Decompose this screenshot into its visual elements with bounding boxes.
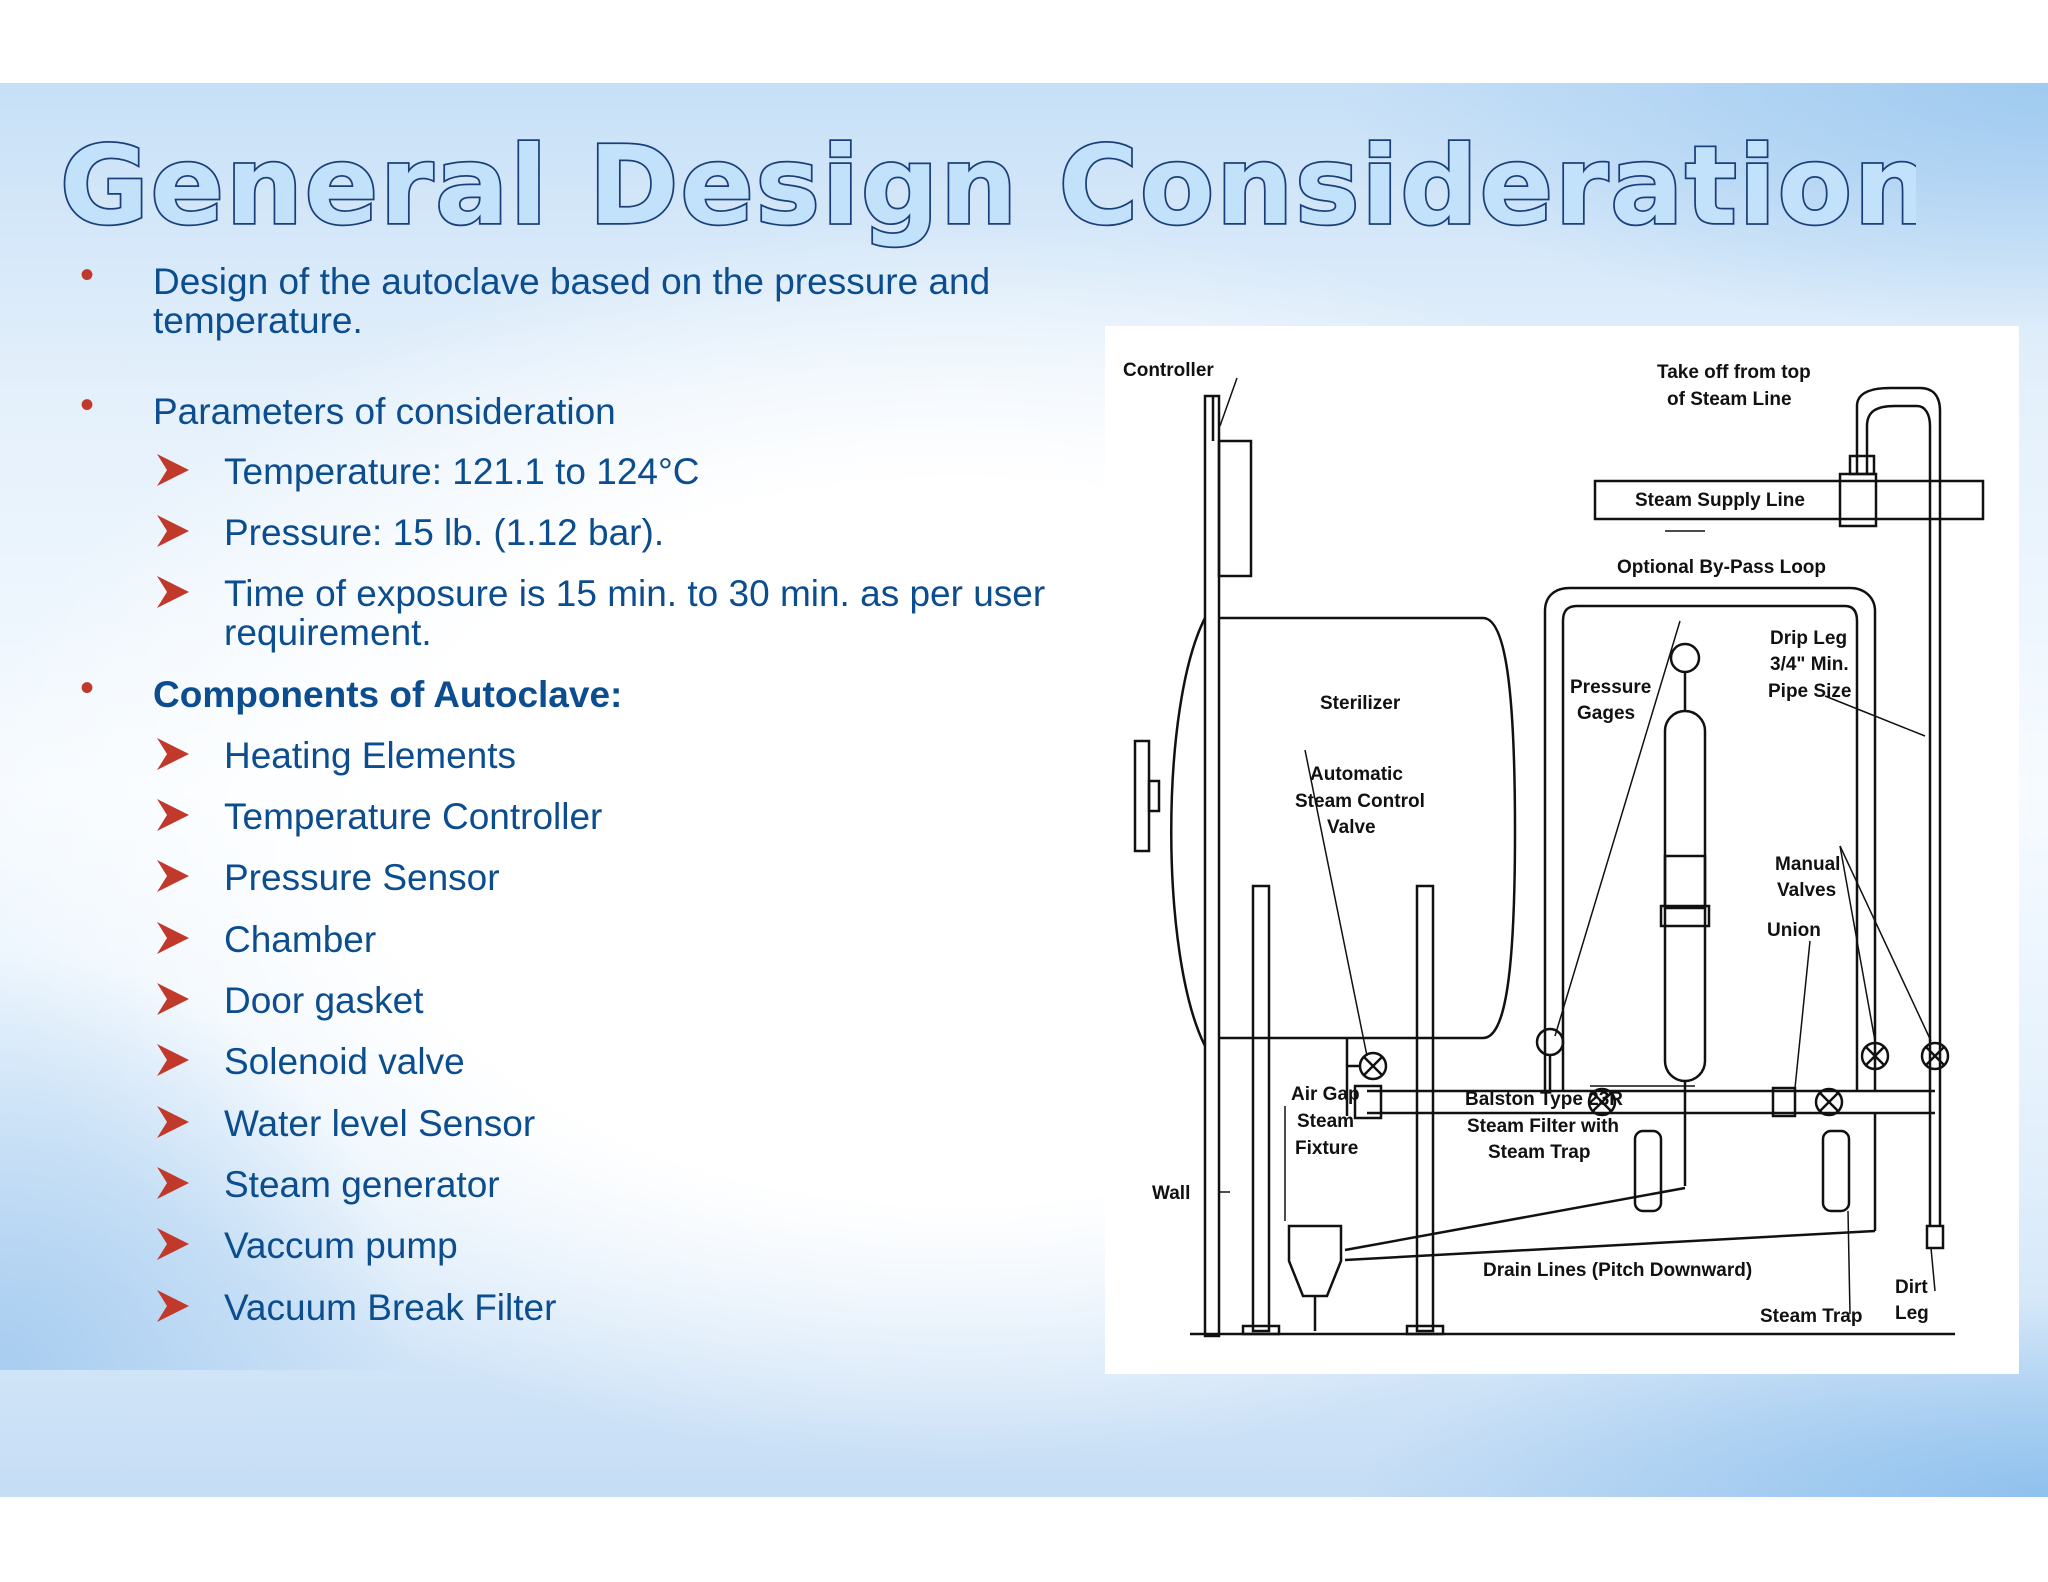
bullet-text: Parameters of consideration [153,391,616,432]
label-auto-2: Steam Control [1295,791,1425,812]
sub-bullet-text: Solenoid valve [224,1041,465,1082]
sub-bullet-text: Steam generator [224,1164,500,1205]
arrowhead-bullet-icon [157,983,189,1015]
slide-title-text: General Design Consideration [60,124,1916,249]
manual-valve [1814,1087,1844,1117]
background-wave-top-right [1328,83,2048,333]
bullet-text: Design of the autoclave based on the pre… [153,261,991,341]
label-balston-1: Balston Type 23R [1465,1089,1623,1110]
label-auto-3: Valve [1327,817,1376,838]
arrowhead-bullet-icon [157,454,189,486]
sterilizer-chamber [1219,616,1517,1040]
controller-box [1217,439,1253,578]
arrowhead-bullet-icon [157,1167,189,1199]
diagram-labels: Controller Take off from top of Steam Li… [1123,360,1929,1327]
bullet-dot-icon: • [80,253,95,297]
steam-trap [1821,1129,1851,1213]
bullet-list: • Design of the autoclave based on the p… [0,0,1120,1400]
label-balston-3: Steam Trap [1488,1142,1590,1163]
arrowhead-bullet-icon [157,1228,189,1260]
label-airgap-3: Fixture [1295,1138,1358,1159]
label-airgap-1: Air Gap [1291,1084,1360,1105]
arrowhead-bullet-icon [157,922,189,954]
sub-bullet-text: Door gasket [224,980,424,1021]
bullet-text: Components of Autoclave: [153,674,623,715]
label-drip-3: Pipe Size [1768,681,1851,702]
sterilizer-door [1170,617,1207,1047]
sub-bullet-text: Vacuum Break Filter [224,1287,557,1328]
background-wave-left [0,950,420,1370]
label-pressure-2: Gages [1577,703,1635,724]
arrowhead-bullet-icon [157,515,189,547]
steam-supply-line [1593,479,1985,521]
manual-valve [1920,1041,1950,1071]
arrowhead-bullet-icon [157,576,189,608]
label-take-off-1: Take off from top [1657,362,1811,383]
sub-bullet-text: Temperature: 121.1 to 124°C [224,451,700,492]
label-steam-trap: Steam Trap [1760,1306,1862,1327]
label-wall: Wall [1152,1183,1190,1204]
sub-bullet-text: Pressure Sensor [224,857,500,898]
label-pressure-1: Pressure [1570,677,1651,698]
label-balston-2: Steam Filter with [1467,1116,1619,1137]
label-drip-1: Drip Leg [1770,628,1847,649]
sub-bullet-text: Pressure: 15 lb. (1.12 bar). [224,512,665,553]
label-union: Union [1767,920,1821,941]
air-gap-fixture [1287,1224,1343,1298]
label-drip-2: 3/4" Min. [1770,654,1849,675]
union-fitting [1771,1086,1797,1118]
label-manual-1: Manual [1775,854,1840,875]
arrowhead-bullet-icon [157,738,189,770]
support-leg [1415,884,1435,1333]
bullet-dot-icon: • [80,383,95,427]
sub-bullet-text: Water level Sensor [224,1103,536,1144]
label-controller: Controller [1123,360,1214,381]
arrowhead-bullet-icon [157,799,189,831]
support-leg [1251,884,1271,1333]
sub-bullet-text: Heating Elements [224,735,517,776]
label-auto-1: Automatic [1310,764,1403,785]
manual-valve [1587,1087,1617,1117]
arrowhead-bullet-icon [157,1290,189,1322]
label-airgap-2: Steam [1297,1111,1354,1132]
label-steam-supply: Steam Supply Line [1635,490,1805,511]
arrowhead-bullet-icon [157,1106,189,1138]
label-sterilizer: Sterilizer [1320,693,1401,714]
sub-bullet-text: Temperature Controller [224,796,603,837]
sub-bullet-text: Chamber [224,919,377,960]
label-drain: Drain Lines (Pitch Downward) [1483,1260,1752,1281]
label-dirt-1: Dirt [1895,1277,1928,1298]
arrowhead-bullet-icon [157,1044,189,1076]
manual-valve [1860,1041,1890,1071]
arrowhead-bullet-icon [157,860,189,892]
label-take-off-2: of Steam Line [1667,389,1792,410]
autoclave-piping-diagram: Controller Take off from top of Steam Li… [1105,326,2019,1374]
steam-trap [1633,1129,1663,1213]
bullet-dot-icon: • [80,666,95,710]
piping-schematic [1133,377,1985,1338]
label-bypass: Optional By-Pass Loop [1617,557,1826,578]
label-manual-2: Valves [1777,880,1836,901]
sub-bullet-text: Vaccum pump [224,1225,458,1266]
sub-bullet-text: Time of exposure is 15 min. to 30 min. a… [224,573,1046,653]
label-dirt-2: Leg [1895,1303,1929,1324]
slide-title: General Design Consideration [58,122,1916,251]
